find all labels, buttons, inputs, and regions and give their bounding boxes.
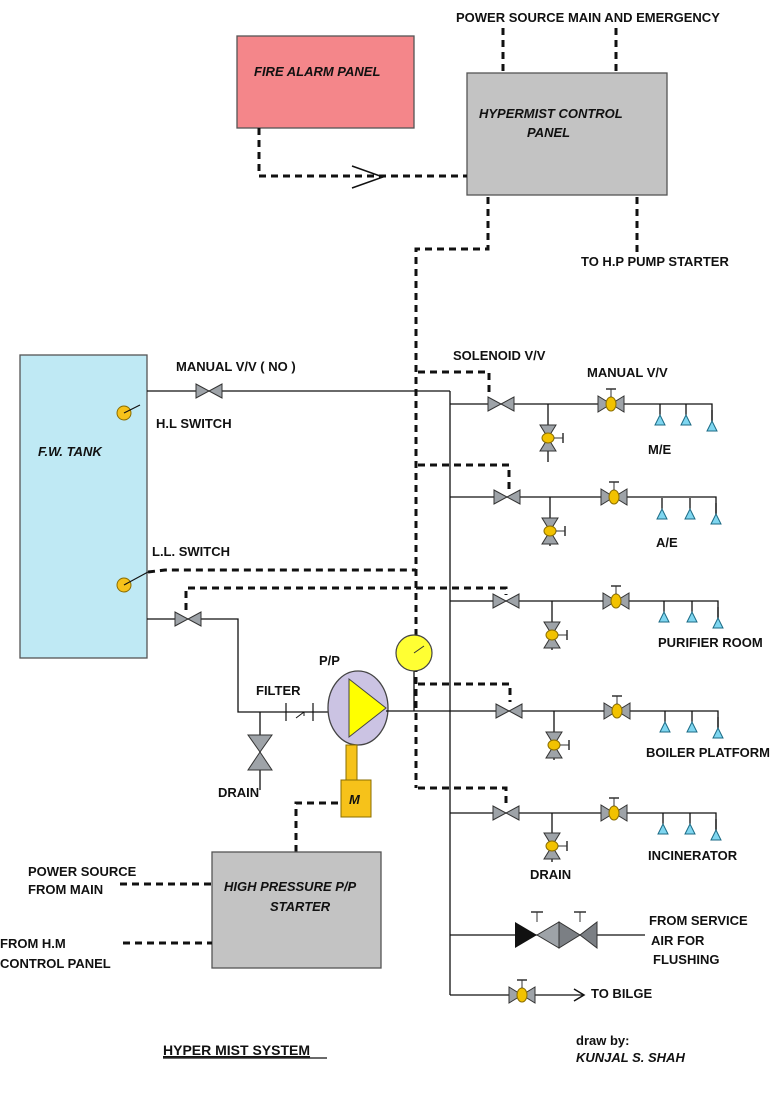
drain-valve-ae-icon[interactable]	[541, 517, 566, 545]
diagram-title: HYPER MIST SYSTEM	[163, 1042, 310, 1058]
hp-pump-starter[interactable]: HIGH PRESSURE P/P STARTER	[211, 851, 382, 969]
motor-label: M	[349, 792, 361, 807]
ll-switch-signal-line	[147, 568, 416, 574]
branch-incinerator	[450, 797, 722, 862]
from-hm-label-1: FROM H.M	[0, 936, 66, 951]
motor-icon[interactable]: M	[340, 779, 372, 818]
pump-shaft	[345, 744, 358, 781]
solenoid-vv-label: SOLENOID V/V	[453, 348, 546, 363]
hp-starter-label-line2: STARTER	[270, 899, 331, 914]
nozzle-icon	[658, 600, 670, 623]
pressure-gauge-icon	[395, 634, 433, 672]
power-supply-signal-lines	[501, 28, 618, 73]
branch-me	[450, 388, 718, 462]
manual-valve-incinerator-icon[interactable]	[600, 797, 628, 822]
from-hm-label-2: CONTROL PANEL	[0, 956, 111, 971]
purifier-solenoid-signal-line	[184, 586, 508, 610]
fresh-water-tank[interactable]: F.W. TANK	[19, 354, 148, 659]
branch-service-air	[450, 911, 645, 950]
hypermist-control-panel[interactable]: HYPERMIST CONTROL PANEL	[466, 72, 668, 196]
bilge-arrow-icon	[573, 988, 586, 1002]
branch-to-bilge	[450, 979, 586, 1004]
service-air-label-2: AIR FOR	[651, 933, 705, 948]
to-bilge-label: TO BILGE	[591, 986, 652, 1001]
to-hp-pump-starter-label: TO H.P PUMP STARTER	[581, 254, 729, 269]
pump-suction-pipe	[147, 618, 330, 713]
nozzle-icon	[654, 403, 666, 426]
nozzle-icon	[656, 497, 668, 520]
manual-vv-no-icon[interactable]	[195, 383, 223, 399]
drain-valve-me-icon[interactable]	[539, 424, 564, 452]
power-from-main-label-1: POWER SOURCE	[28, 864, 137, 879]
solenoid-valve-purifier-icon[interactable]	[492, 593, 520, 609]
pp-label: P/P	[319, 653, 340, 668]
hypermist-label-line1: HYPERMIST CONTROL	[479, 106, 623, 121]
solenoid-signal-ae	[418, 463, 511, 490]
solenoid-signal-me	[418, 370, 491, 396]
nozzle-icon	[712, 606, 724, 629]
solenoid-valve-ae-icon[interactable]	[493, 489, 521, 505]
manual-valve-me-icon[interactable]	[597, 388, 625, 413]
solenoid-signal-boiler	[418, 682, 512, 702]
me-label: M/E	[648, 442, 671, 457]
non-return-valve-icon	[515, 922, 537, 948]
nozzle-icon	[706, 409, 718, 432]
nozzle-icon	[684, 497, 696, 520]
nozzle-icon	[680, 403, 692, 426]
branch-ae	[450, 481, 722, 546]
draw-by-label: draw by:	[576, 1033, 629, 1048]
branch-purifier-room	[450, 585, 724, 650]
solenoid-control-trunk	[414, 197, 490, 788]
ae-label: A/E	[656, 535, 678, 550]
manual-valve-ae-icon[interactable]	[600, 481, 628, 506]
pump-icon[interactable]	[327, 670, 389, 746]
power-main-emergency-label: POWER SOURCE MAIN AND EMERGENCY	[456, 10, 720, 25]
suction-valve-icon[interactable]	[174, 611, 202, 627]
solenoid-valve-incinerator-icon[interactable]	[492, 805, 520, 821]
nozzle-icon	[712, 716, 724, 739]
nozzle-icon	[657, 812, 669, 835]
drain-left-label: DRAIN	[218, 785, 259, 800]
author-label: KUNJAL S. SHAH	[576, 1050, 685, 1065]
nozzle-icon	[710, 818, 722, 841]
branch-boiler-platform	[450, 695, 724, 760]
solenoid-valve-boiler-icon[interactable]	[495, 703, 523, 719]
signal-arrow-icon	[351, 165, 386, 189]
hl-switch-label: H.L SWITCH	[156, 416, 232, 431]
service-air-label-1: FROM SERVICE	[649, 913, 748, 928]
drain-valve-boiler-icon[interactable]	[545, 731, 570, 759]
nozzle-icon	[710, 502, 722, 525]
hp-starter-label-line1: HIGH PRESSURE P/P	[224, 879, 357, 894]
manual-vv-no-label: MANUAL V/V ( NO )	[176, 359, 296, 374]
fire-alarm-panel-label: FIRE ALARM PANEL	[254, 64, 380, 79]
solenoid-signal-incinerator	[418, 786, 508, 805]
motor-signal-line	[294, 801, 341, 852]
manual-valve-boiler-icon[interactable]	[603, 695, 631, 720]
drain-valve-incinerator-icon[interactable]	[543, 832, 568, 860]
fw-tank-label: F.W. TANK	[38, 444, 103, 459]
drain-left-valve-icon[interactable]	[247, 734, 273, 771]
fire-alarm-signal-line	[257, 128, 467, 178]
drain-valve-purifier-icon[interactable]	[543, 621, 568, 649]
incinerator-label: INCINERATOR	[648, 848, 738, 863]
nozzle-icon	[686, 710, 698, 733]
nozzle-icon	[684, 812, 696, 835]
filter-label: FILTER	[256, 683, 301, 698]
solenoid-valve-me-icon[interactable]	[487, 396, 515, 412]
fire-alarm-panel[interactable]: FIRE ALARM PANEL	[236, 35, 415, 129]
nozzle-icon	[686, 600, 698, 623]
drain-right-label: DRAIN	[530, 867, 571, 882]
manual-valve-purifier-icon[interactable]	[602, 585, 630, 610]
hypermist-label-line2: PANEL	[527, 125, 570, 140]
power-from-main-label-2: FROM MAIN	[28, 882, 103, 897]
filter-icon	[285, 703, 314, 721]
manual-vv-label: MANUAL V/V	[587, 365, 668, 380]
service-air-label-3: FLUSHING	[653, 952, 719, 967]
bilge-valve-icon[interactable]	[508, 979, 536, 1004]
boiler-platform-label: BOILER PLATFORM	[646, 745, 770, 760]
ll-switch-label: L.L. SWITCH	[152, 544, 230, 559]
purifier-room-label: PURIFIER ROOM	[658, 635, 763, 650]
nozzle-icon	[659, 710, 671, 733]
